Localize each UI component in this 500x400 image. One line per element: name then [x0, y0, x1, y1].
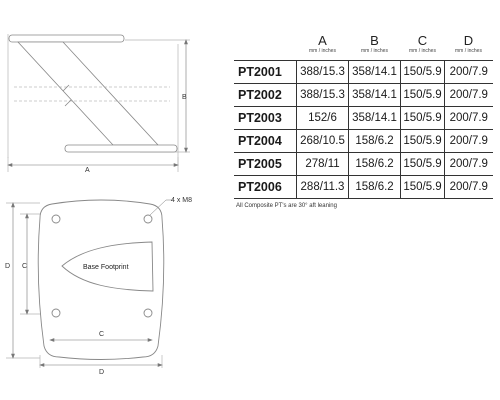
side-profile	[8, 34, 178, 153]
base-footprint-shape	[61, 241, 154, 292]
base-footprint-drawing: 4 x M8 Base Footprint D C C D	[5, 197, 192, 376]
column-unit: mm / inches	[409, 48, 436, 54]
bolt-spec-label: 4 x M8	[171, 197, 192, 204]
dimension-d-vertical-label: D	[5, 263, 10, 270]
column-unit: mm / inches	[309, 48, 336, 54]
dimensions-table: A mm / inches B mm / inches C mm / inche…	[234, 34, 493, 199]
table-row: PT2005 278/11 158/6.2 150/5.9 200/7.9	[234, 152, 493, 176]
value-a-cell: 278/11	[296, 152, 349, 176]
table-row: PT2003 152/6 358/14.1 150/5.9 200/7.9	[234, 106, 493, 130]
column-header-a: A mm / inches	[297, 34, 349, 61]
dimension-d-horizontal-label: D	[99, 369, 104, 376]
base-footprint-label: Base Footprint	[83, 264, 129, 271]
column-letter: D	[463, 33, 474, 48]
value-c-cell: 150/5.9	[400, 60, 445, 84]
value-c-cell: 150/5.9	[400, 152, 445, 176]
value-c-cell: 150/5.9	[400, 106, 445, 130]
dimension-c-vertical-label: C	[22, 263, 27, 270]
dimension-a-line	[7, 163, 179, 167]
column-header-c: C mm / inches	[401, 34, 445, 61]
bolt-holes	[51, 214, 153, 318]
bolt-leader-line	[149, 199, 172, 216]
column-header-d: D mm / inches	[445, 34, 493, 61]
value-a-cell: 388/15.3	[296, 83, 349, 107]
column-letter: B	[370, 33, 379, 48]
side-break-marks	[62, 84, 72, 107]
side-section-lines	[14, 86, 170, 102]
value-c-cell: 150/5.9	[400, 129, 445, 153]
dimension-b-label: B	[182, 94, 187, 101]
value-a-cell: 288/11.3	[296, 175, 349, 199]
value-b-cell: 358/14.1	[348, 83, 401, 107]
value-b-cell: 158/6.2	[348, 129, 401, 153]
column-unit: mm / inches	[361, 48, 388, 54]
model-cell: PT2006	[234, 175, 297, 199]
dimension-c-vertical	[25, 213, 29, 315]
value-b-cell: 158/6.2	[348, 152, 401, 176]
value-d-cell: 200/7.9	[444, 60, 493, 84]
dimension-c-horizontal	[49, 338, 153, 342]
value-c-cell: 150/5.9	[400, 175, 445, 199]
column-header-b: B mm / inches	[349, 34, 401, 61]
table-row: PT2006 288/11.3 158/6.2 150/5.9 200/7.9	[234, 175, 493, 199]
value-b-cell: 358/14.1	[348, 106, 401, 130]
value-d-cell: 200/7.9	[444, 129, 493, 153]
value-a-cell: 388/15.3	[296, 60, 349, 84]
value-b-cell: 158/6.2	[348, 175, 401, 199]
dimension-c-horizontal-label: C	[99, 331, 104, 338]
table-row: PT2001 388/15.3 358/14.1 150/5.9 200/7.9	[234, 60, 493, 84]
value-b-cell: 358/14.1	[348, 60, 401, 84]
column-letter: C	[417, 33, 428, 48]
value-d-cell: 200/7.9	[444, 175, 493, 199]
value-a-cell: 268/10.5	[296, 129, 349, 153]
table-row: PT2002 388/15.3 358/14.1 150/5.9 200/7.9	[234, 83, 493, 107]
value-d-cell: 200/7.9	[444, 152, 493, 176]
value-d-cell: 200/7.9	[444, 106, 493, 130]
column-unit: mm / inches	[455, 48, 482, 54]
dimension-a-label: A	[85, 167, 90, 174]
model-cell: PT2001	[234, 60, 297, 84]
value-d-cell: 200/7.9	[444, 83, 493, 107]
model-cell: PT2003	[234, 106, 297, 130]
column-letter: A	[318, 33, 327, 48]
dimension-d-horizontal	[39, 363, 163, 367]
model-cell: PT2004	[234, 129, 297, 153]
value-a-cell: 152/6	[296, 106, 349, 130]
table-row: PT2004 268/10.5 158/6.2 150/5.9 200/7.9	[234, 129, 493, 153]
model-column-header	[234, 34, 297, 61]
value-c-cell: 150/5.9	[400, 83, 445, 107]
footnote: All Composite PT's are 30° aft leaning	[236, 203, 337, 209]
model-cell: PT2005	[234, 152, 297, 176]
dimension-d-vertical	[11, 202, 15, 359]
table-header-row: A mm / inches B mm / inches C mm / inche…	[234, 34, 493, 61]
model-cell: PT2002	[234, 83, 297, 107]
side-elevation-drawing: B A	[7, 34, 190, 174]
dimension-b-line	[184, 39, 188, 153]
